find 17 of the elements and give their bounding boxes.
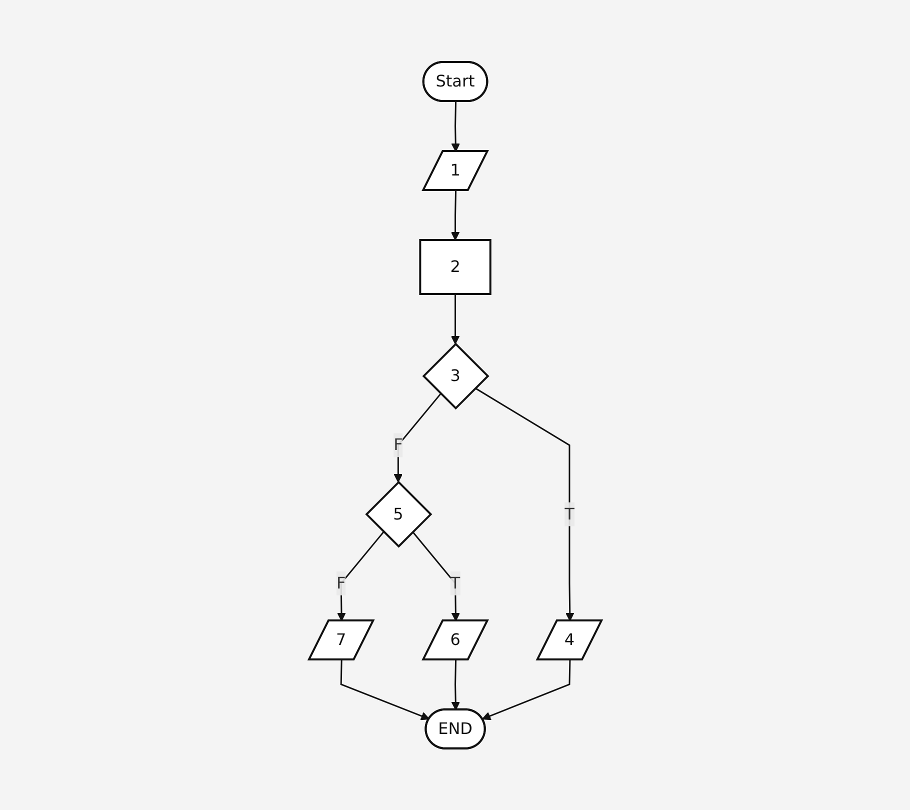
node-diamond: 5: [364, 480, 432, 548]
edge-label: T: [450, 573, 460, 592]
arrow: [336, 531, 384, 622]
arrow: [450, 660, 460, 710]
node-diamond: 3: [422, 342, 489, 410]
arrow: [394, 393, 442, 482]
node-box: 2: [418, 238, 492, 295]
arrow: [340, 660, 430, 720]
arrow: [412, 531, 460, 622]
arrow: [450, 101, 460, 152]
edge-label: T: [564, 504, 574, 524]
arrow: [450, 294, 460, 344]
arrow: [474, 387, 574, 622]
edge-label: F: [393, 435, 403, 454]
arrow: [482, 660, 570, 720]
arrow: [450, 190, 460, 240]
edge-label: F: [336, 573, 346, 592]
